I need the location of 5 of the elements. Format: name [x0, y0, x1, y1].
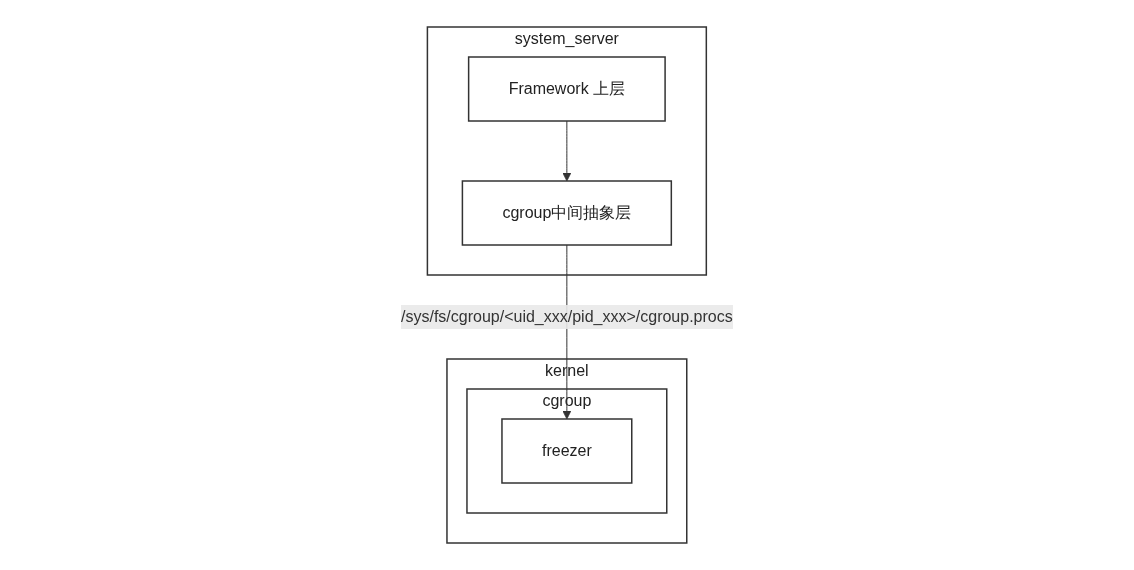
node-box: freezer: [501, 418, 633, 484]
node-box: cgroup中间抽象层: [461, 180, 673, 246]
arrow: [562, 120, 572, 182]
edge-label: /sys/fs/cgroup/<uid_xxx/pid_xxx>/cgroup.procs: [401, 308, 733, 325]
node-box: Framework 上层: [468, 56, 666, 122]
